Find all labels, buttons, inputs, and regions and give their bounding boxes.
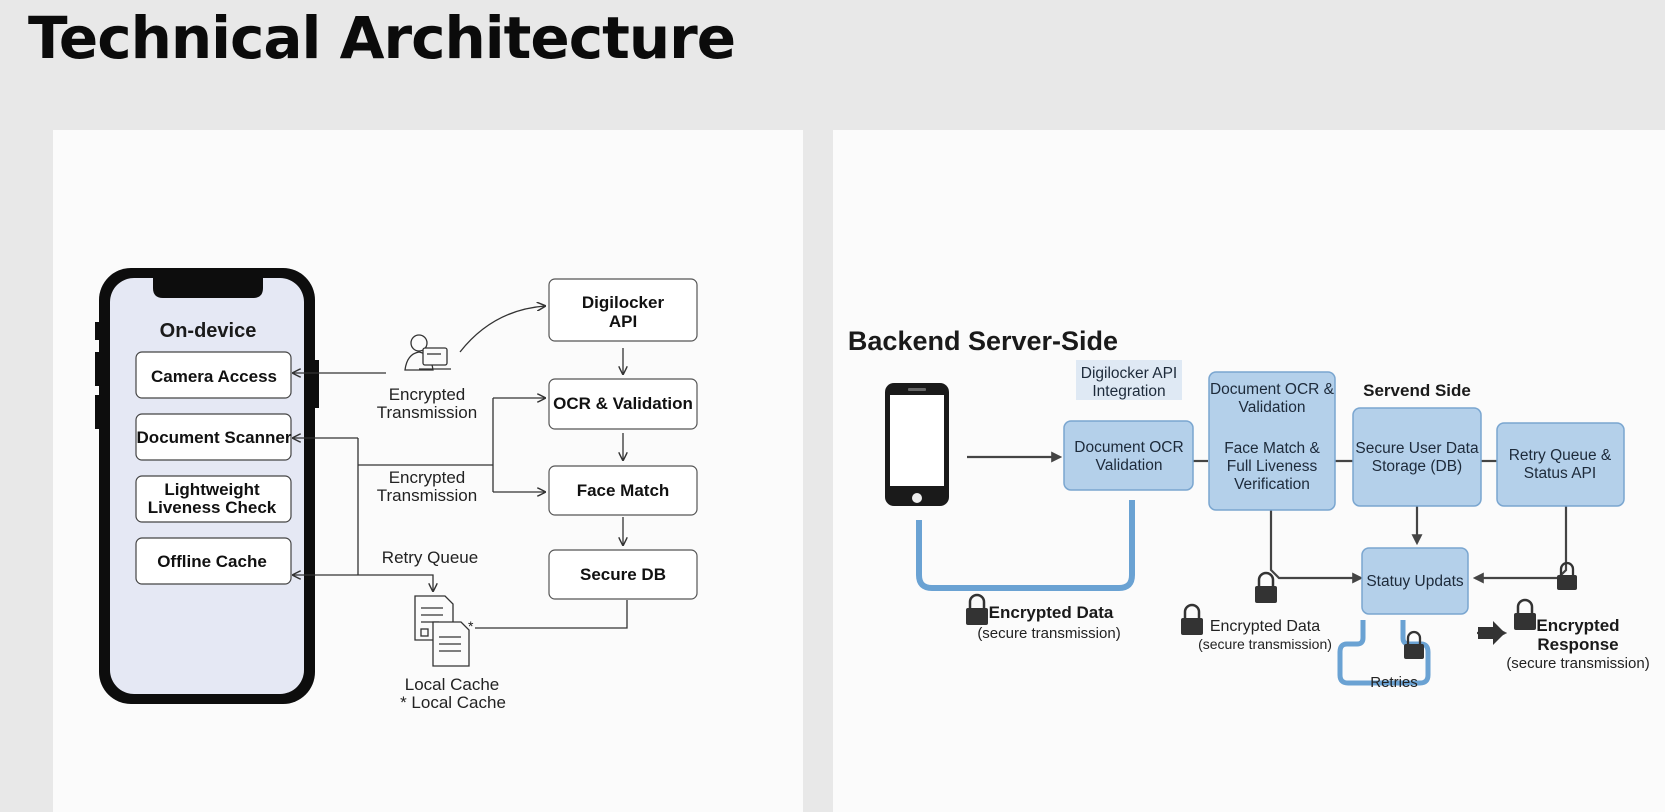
box-label: Validation <box>1239 399 1306 416</box>
backend-title: Backend Server-Side <box>848 326 1118 356</box>
service-label: Face Match <box>577 481 670 500</box>
box-secure-user-data-storage: Secure User Data Storage (DB) <box>1352 407 1482 507</box>
box-label: Document OCR <box>1074 439 1183 456</box>
box-label: Secure User Data <box>1355 440 1479 457</box>
encrypted-transmission-label-1b: Transmission <box>377 403 477 422</box>
device-item-liveness-check: Lightweight Liveness Check <box>135 475 292 523</box>
service-label: API <box>609 312 637 331</box>
device-item-label: Document Scanner <box>137 428 292 447</box>
document-stack-icon <box>414 595 470 667</box>
cache-mark: * <box>468 618 474 634</box>
device-item-document-scanner: Document Scanner <box>135 413 292 461</box>
device-item-label: Lightweight <box>164 480 260 499</box>
service-digilocker-api: Digilocker API <box>548 278 698 342</box>
service-ocr-validation: OCR & Validation <box>548 378 698 430</box>
lock-icon <box>1557 561 1577 590</box>
service-secure-db: Secure DB <box>548 549 698 600</box>
box-label: Full Liveness <box>1227 458 1318 475</box>
device-item-offline-cache: Offline Cache <box>135 537 292 585</box>
encrypted-pipe <box>916 500 1135 591</box>
user-laptop-icon <box>404 334 451 371</box>
box-ocr-face-liveness: Document OCR & Validation Face Match & F… <box>1208 371 1336 511</box>
encrypted-transmission-label-1: Encrypted <box>389 385 466 404</box>
arrow-to-digilocker <box>459 306 545 353</box>
service-label: Digilocker <box>582 293 665 312</box>
lock-icon <box>1255 571 1277 603</box>
backend-diagram: Backend Server-Side Servend Side Digiloc… <box>848 326 1650 691</box>
retry-queue-label: Retry Queue <box>382 548 478 567</box>
device-item-label: Liveness Check <box>148 498 277 517</box>
device-item-label: Camera Access <box>151 367 277 386</box>
box-label: Face Match & <box>1224 440 1320 457</box>
encrypted-response-label-2: Response <box>1537 635 1618 654</box>
lock-icon <box>1181 603 1203 635</box>
backend-diagram-panel: Backend Server-Side Servend Side Digiloc… <box>833 130 1665 812</box>
local-cache-label-2: * Local Cache <box>400 693 506 712</box>
phone-title: On-device <box>160 320 257 342</box>
service-label: Secure DB <box>580 565 666 584</box>
device-item-label: Offline Cache <box>157 552 267 571</box>
secure-transmission-label-1: (secure transmission) <box>977 625 1120 642</box>
box-label: Storage (DB) <box>1372 458 1462 475</box>
encrypted-response-label: Encrypted <box>1536 616 1619 635</box>
box-document-ocr-validation: Document OCR Validation <box>1063 420 1194 491</box>
page-title: Technical Architecture <box>28 4 736 72</box>
on-device-diagram-panel: On-device Camera Access Document Scanner… <box>53 130 803 812</box>
box-label: Verification <box>1234 476 1310 493</box>
digilocker-integration-label: Digilocker API <box>1081 365 1177 382</box>
arrow-right-icon <box>1478 621 1505 645</box>
encrypted-transmission-label-2: Encrypted <box>389 468 466 487</box>
secure-transmission-label-3: (secure transmission) <box>1506 655 1649 672</box>
box-label: Statuy Updats <box>1366 573 1464 590</box>
local-cache-label: Local Cache <box>405 675 500 694</box>
encrypted-transmission-label-2b: Transmission <box>377 486 477 505</box>
retries-label: Retries <box>1370 674 1418 691</box>
lock-icon <box>966 593 988 625</box>
service-face-match: Face Match <box>548 465 698 516</box>
box-status-updates: Statuy Updats <box>1361 547 1469 615</box>
smartphone-icon <box>885 383 949 506</box>
box-label: Validation <box>1096 457 1163 474</box>
on-device-diagram: On-device Camera Access Document Scanner… <box>95 268 698 712</box>
box-retry-queue-status-api: Retry Queue & Status API <box>1496 422 1625 507</box>
connector-lines <box>293 348 628 629</box>
digilocker-integration-label-2: Integration <box>1092 383 1165 400</box>
box-label: Retry Queue & <box>1509 447 1612 464</box>
encrypted-data-label-1: Encrypted Data <box>989 603 1114 622</box>
box-label: Status API <box>1524 465 1596 482</box>
encrypted-data-label-2: Encrypted Data <box>1210 618 1320 635</box>
service-label: OCR & Validation <box>553 394 693 413</box>
digilocker-integration-tag <box>1076 360 1182 400</box>
lock-icon <box>1514 598 1536 630</box>
box-label: Document OCR & <box>1210 381 1335 398</box>
device-item-camera-access: Camera Access <box>135 351 292 399</box>
servend-side-label: Servend Side <box>1363 381 1471 400</box>
secure-transmission-label-2: (secure transmission) <box>1198 636 1332 652</box>
lock-icon <box>1404 630 1424 659</box>
